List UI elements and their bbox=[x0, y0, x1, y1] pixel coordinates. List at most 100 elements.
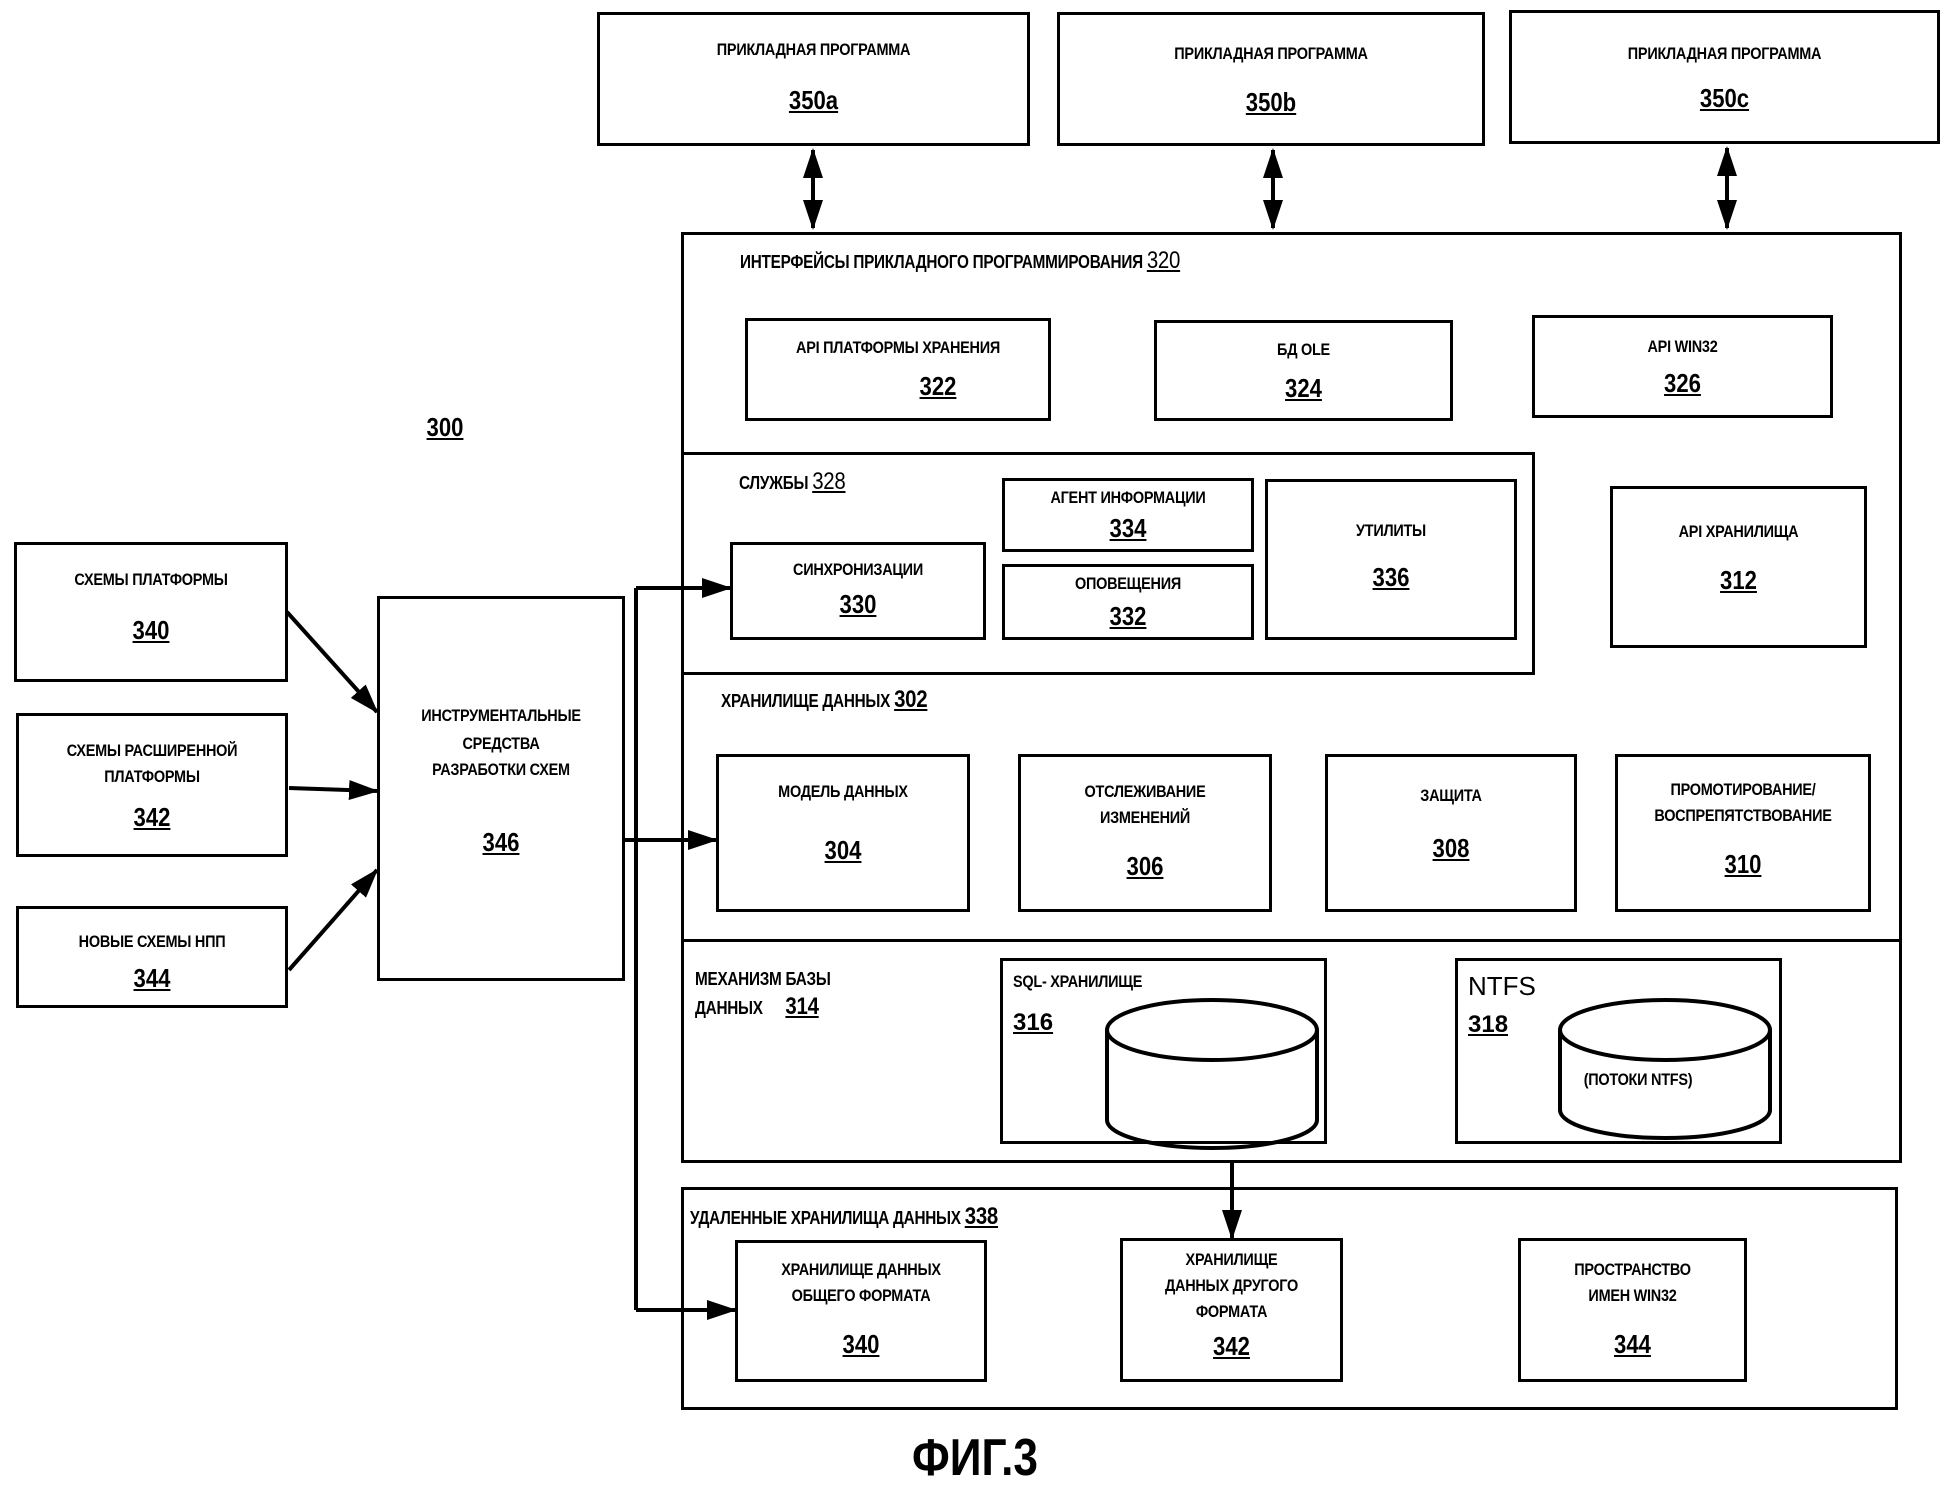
box-label-line1: СХЕМЫ РАСШИРЕННОЙ bbox=[34, 738, 270, 764]
box-label: API WIN32 bbox=[1557, 334, 1808, 360]
box-label-line1: ХРАНИЛИЩЕ bbox=[1139, 1247, 1323, 1273]
platform-schemas-box[interactable]: СХЕМЫ ПЛАТФОРМЫ 340 bbox=[14, 542, 288, 682]
app-label: ПРИКЛАДНАЯ ПРОГРАММА bbox=[1544, 41, 1905, 67]
app-box-350c[interactable]: ПРИКЛАДНАЯ ПРОГРАММА 350c bbox=[1509, 10, 1940, 144]
app-ref: 350a bbox=[632, 85, 995, 116]
remote-ref: 338 bbox=[965, 1203, 998, 1230]
services-title-text: СЛУЖБЫ bbox=[739, 473, 808, 493]
box-ref: 340 bbox=[37, 615, 265, 646]
api-layer-title-text: ИНТЕРФЕЙСЫ ПРИКЛАДНОГО ПРОГРАММИРОВАНИЯ bbox=[740, 252, 1143, 272]
extended-platform-schemas-box[interactable]: СХЕМЫ РАСШИРЕННОЙ ПЛАТФОРМЫ 342 bbox=[16, 713, 288, 857]
arrow-schema-340 bbox=[287, 612, 377, 712]
api-storage-platform-box[interactable]: API ПЛАТФОРМЫ ХРАНЕНИЯ 322 bbox=[745, 318, 1051, 421]
box-label-line3: ФОРМАТА bbox=[1139, 1299, 1323, 1325]
other-format-store-box[interactable]: ХРАНИЛИЩЕ ДАННЫХ ДРУГОГО ФОРМАТА 342 bbox=[1120, 1238, 1343, 1382]
win32-namespace-box[interactable]: ПРОСТРАНСТВО ИМЕН WIN32 344 bbox=[1518, 1238, 1747, 1382]
box-label-line1: ХРАНИЛИЩЕ ДАННЫХ bbox=[756, 1257, 965, 1283]
box-ref: 324 bbox=[1179, 373, 1428, 404]
remote-title-text: УДАЛЕННЫЕ ХРАНИЛИЩА ДАННЫХ bbox=[690, 1208, 961, 1228]
common-format-store-box[interactable]: ХРАНИЛИЩЕ ДАННЫХ ОБЩЕГО ФОРМАТА 340 bbox=[735, 1240, 987, 1382]
box-ref: 336 bbox=[1286, 562, 1495, 593]
sql-storage-label: SQL- ХРАНИЛИЩЕ bbox=[1013, 969, 1142, 995]
app-label: ПРИКЛАДНАЯ ПРОГРАММА bbox=[1092, 41, 1451, 67]
app-box-350b[interactable]: ПРИКЛАДНАЯ ПРОГРАММА 350b bbox=[1057, 12, 1485, 146]
box-label-line3: РАЗРАБОТКИ СХЕМ bbox=[393, 757, 609, 783]
sync-box[interactable]: СИНХРОНИЗАЦИИ 330 bbox=[730, 542, 986, 640]
services-ref: 328 bbox=[812, 468, 845, 495]
box-ref: 334 bbox=[1023, 513, 1232, 544]
box-label: ЗАЩИТА bbox=[1346, 783, 1555, 809]
box-ref: 332 bbox=[1023, 601, 1232, 632]
promotion-demotion-box[interactable]: ПРОМОТИРОВАНИЕ/ ВОСПРЕПЯТСТВОВАНИЕ 310 bbox=[1615, 754, 1871, 912]
data-store-title: ХРАНИЛИЩЕ ДАННЫХ 302 bbox=[721, 687, 927, 714]
api-layer-title: ИНТЕРФЕЙСЫ ПРИКЛАДНОГО ПРОГРАММИРОВАНИЯ … bbox=[740, 248, 1180, 275]
app-ref: 350c bbox=[1544, 83, 1905, 114]
box-label: МОДЕЛЬ ДАННЫХ bbox=[738, 779, 949, 805]
data-model-box[interactable]: МОДЕЛЬ ДАННЫХ 304 bbox=[716, 754, 970, 912]
figure-label: ФИГ.3 bbox=[894, 1428, 1056, 1488]
sql-storage-box[interactable]: SQL- ХРАНИЛИЩЕ 316 bbox=[1000, 958, 1327, 1144]
db-engine-title-text: ДАННЫХ bbox=[695, 998, 763, 1018]
box-ref: 344 bbox=[1538, 1329, 1728, 1360]
box-ref: 342 bbox=[1139, 1331, 1323, 1362]
remote-title: УДАЛЕННЫЕ ХРАНИЛИЩА ДАННЫХ 338 bbox=[690, 1204, 998, 1231]
ntfs-label: NTFS bbox=[1468, 971, 1536, 1002]
box-ref: 304 bbox=[738, 835, 949, 866]
box-label: API ПЛАТФОРМЫ ХРАНЕНИЯ bbox=[767, 335, 1029, 361]
box-label: СИНХРОНИЗАЦИИ bbox=[752, 557, 965, 583]
box-ref: 342 bbox=[39, 802, 265, 833]
box-ref: 326 bbox=[1557, 368, 1808, 399]
db-engine-title-line1: МЕХАНИЗМ БАЗЫ bbox=[695, 966, 831, 992]
box-label: УТИЛИТЫ bbox=[1286, 518, 1495, 544]
new-isv-schemas-box[interactable]: НОВЫЕ СХЕМЫ НПП 344 bbox=[16, 906, 288, 1008]
api-win32-box[interactable]: API WIN32 326 bbox=[1532, 315, 1833, 418]
utilities-box[interactable]: УТИЛИТЫ 336 bbox=[1265, 479, 1517, 640]
box-label-line1: ИНСТРУМЕНТАЛЬНЫЕ bbox=[393, 703, 609, 729]
db-engine-title-line2: ДАННЫХ 314 bbox=[695, 994, 819, 1021]
box-label-line2: ИЗМЕНЕНИЙ bbox=[1040, 805, 1251, 831]
box-label-line1: ОТСЛЕЖИВАНИЕ bbox=[1040, 779, 1251, 805]
schema-tools-box[interactable]: ИНСТРУМЕНТАЛЬНЫЕ СРЕДСТВА РАЗРАБОТКИ СХЕ… bbox=[377, 596, 625, 981]
box-ref: 312 bbox=[1632, 565, 1845, 596]
api-layer-ref: 320 bbox=[1147, 247, 1180, 274]
app-box-350a[interactable]: ПРИКЛАДНАЯ ПРОГРАММА 350a bbox=[597, 12, 1030, 146]
sql-storage-ref: 316 bbox=[1013, 1009, 1053, 1037]
box-label: API ХРАНИЛИЩА bbox=[1632, 519, 1845, 545]
box-ref: 346 bbox=[398, 827, 604, 858]
data-store-title-text: ХРАНИЛИЩЕ ДАННЫХ bbox=[721, 691, 890, 711]
box-label-line2: СРЕДСТВА bbox=[398, 731, 604, 757]
app-label: ПРИКЛАДНАЯ ПРОГРАММА bbox=[632, 37, 995, 63]
box-label-line2: ИМЕН WIN32 bbox=[1538, 1283, 1728, 1309]
box-label-line1: ПРОСТРАНСТВО bbox=[1538, 1257, 1728, 1283]
arrow-schema-344 bbox=[289, 870, 377, 970]
app-ref: 350b bbox=[1092, 87, 1451, 118]
notifications-box[interactable]: ОПОВЕЩЕНИЯ 332 bbox=[1002, 564, 1254, 640]
ole-db-box[interactable]: БД OLE 324 bbox=[1154, 320, 1453, 421]
figure-ref: 300 bbox=[415, 412, 475, 443]
ntfs-ref: 318 bbox=[1468, 1011, 1508, 1039]
services-title: СЛУЖБЫ 328 bbox=[739, 469, 845, 496]
box-ref: 306 bbox=[1040, 851, 1251, 882]
security-box[interactable]: ЗАЩИТА 308 bbox=[1325, 754, 1577, 912]
box-label-line2: ДАННЫХ ДРУГОГО bbox=[1139, 1273, 1323, 1299]
ntfs-box[interactable]: NTFS 318 (ПОТОКИ NTFS) bbox=[1455, 958, 1782, 1144]
box-ref: 340 bbox=[756, 1329, 965, 1360]
data-store-ref: 302 bbox=[894, 686, 927, 713]
info-agent-box[interactable]: АГЕНТ ИНФОРМАЦИИ 334 bbox=[1002, 478, 1254, 552]
db-engine-ref: 314 bbox=[785, 993, 818, 1020]
storage-api-box[interactable]: API ХРАНИЛИЩА 312 bbox=[1610, 486, 1867, 648]
box-label-line1: ПРОМОТИРОВАНИЕ/ bbox=[1630, 777, 1856, 803]
box-ref: 310 bbox=[1637, 849, 1850, 880]
ntfs-streams-label: (ПОТОКИ NTFS) bbox=[1570, 1067, 1706, 1093]
box-label-line2: ВОСПРЕПЯТСТВОВАНИЕ bbox=[1630, 803, 1856, 829]
change-tracking-box[interactable]: ОТСЛЕЖИВАНИЕ ИЗМЕНЕНИЙ 306 bbox=[1018, 754, 1272, 912]
arrow-schema-342 bbox=[289, 788, 377, 791]
box-label: НОВЫЕ СХЕМЫ НПП bbox=[39, 929, 265, 955]
box-ref: 344 bbox=[39, 963, 265, 994]
box-ref: 308 bbox=[1346, 833, 1555, 864]
box-label: АГЕНТ ИНФОРМАЦИИ bbox=[1023, 485, 1232, 511]
box-ref: 322 bbox=[845, 371, 1032, 402]
box-ref: 330 bbox=[752, 589, 965, 620]
box-label: БД OLE bbox=[1179, 337, 1428, 363]
box-label: СХЕМЫ ПЛАТФОРМЫ bbox=[37, 567, 265, 593]
